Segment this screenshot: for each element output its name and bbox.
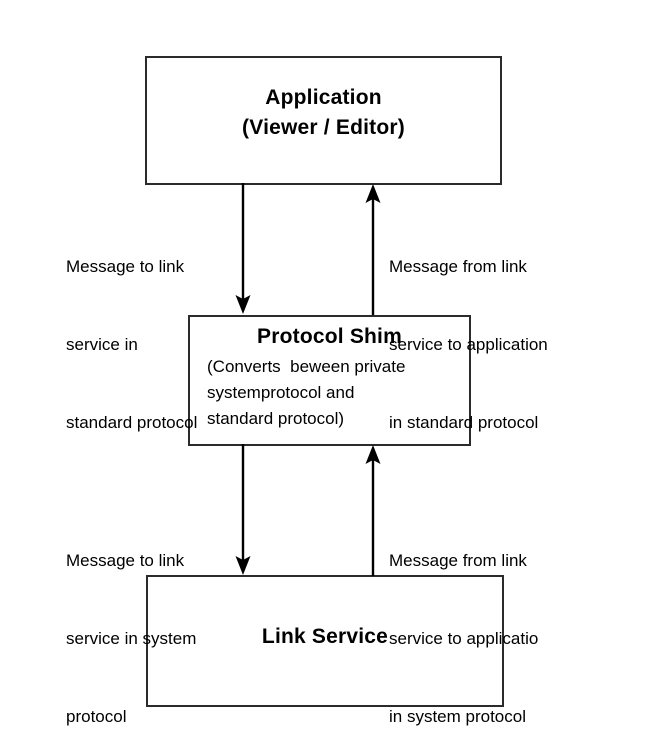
node-protocol-shim-description-line-2: systemprotocol and (207, 383, 355, 402)
edge-label-line: service in (66, 335, 138, 354)
edge-label-line: standard protocol (66, 413, 198, 432)
node-protocol-shim-description-line-3: standard protocol) (207, 409, 345, 428)
node-protocol-shim-title: Protocol Shim (257, 325, 402, 348)
arrow-up-shim-to-application-icon (365, 184, 381, 315)
edge-label-line: Message to link (66, 551, 185, 570)
node-link-service-title: Link Service (261, 625, 389, 648)
edge-label-line: protocol (66, 707, 127, 726)
arrow-up-link-service-to-shim-icon (365, 445, 381, 576)
edge-label-shim-to-link-service: Message to link service in system protoc… (66, 496, 196, 742)
edge-label-link-service-to-shim: Message from link service to applicatio … (389, 496, 538, 742)
edge-label-line: service to application (389, 335, 548, 354)
node-application-title: Application (265, 86, 382, 109)
edge-label-line: Message to link (66, 257, 185, 276)
edge-label-line: service in system (66, 629, 197, 648)
edge-label-line: service to applicatio (389, 629, 539, 648)
node-protocol-shim[interactable]: Protocol Shim (Converts beween private s… (188, 315, 471, 446)
node-link-service[interactable]: Link Service (146, 575, 504, 707)
arrow-down-shim-to-link-service-icon (235, 444, 251, 575)
edge-label-line: Message from link (389, 257, 527, 276)
node-application[interactable]: Application (Viewer / Editor) (145, 56, 502, 185)
edge-label-shim-to-application: Message from link service to application… (389, 202, 548, 488)
node-application-subtitle: (Viewer / Editor) (242, 116, 405, 139)
edge-label-application-to-shim: Message to link service in standard prot… (66, 202, 197, 488)
edge-label-line: in standard protocol (389, 413, 539, 432)
node-protocol-shim-description-line-1: (Converts beween private (207, 357, 406, 376)
edge-label-line: Message from link (389, 551, 527, 570)
arrow-down-application-to-shim-icon (235, 183, 251, 314)
edge-label-line: in system protocol (389, 707, 526, 726)
